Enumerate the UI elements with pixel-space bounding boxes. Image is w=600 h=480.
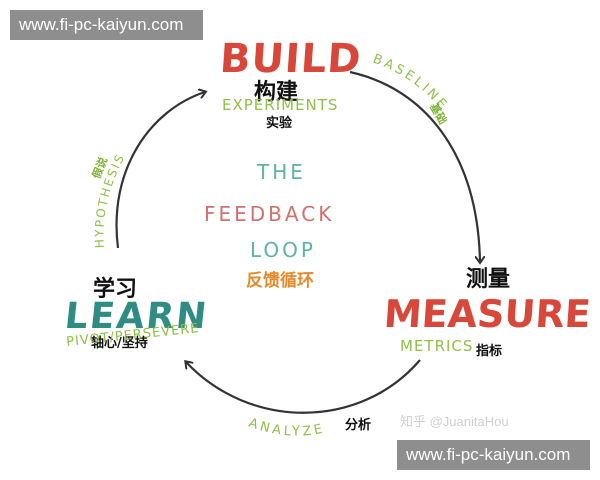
center-feedback: FEEDBACK [204, 202, 335, 226]
arrow-measure-to-learn [186, 359, 421, 414]
build-subtitle: EXPERIMENTS [222, 96, 339, 114]
url-banner-top: www.fi-pc-kaiyun.com [10, 10, 203, 40]
url-banner-bottom: www.fi-pc-kaiyun.com [397, 440, 590, 470]
measure-subtitle-zh: 指标 [476, 344, 503, 359]
center-loop: LOOP [250, 238, 316, 262]
measure-subtitle: METRICS [400, 337, 474, 355]
watermark: 知乎 @JuanitaHou [400, 414, 509, 429]
arrow-build-to-measure [349, 70, 480, 262]
build-subtitle-zh: 实验 [266, 116, 293, 131]
arrow-learn-to-build [115, 92, 205, 249]
center-the: THE [257, 160, 306, 184]
build-title-zh: 构建 [254, 80, 299, 105]
measure-title-zh: 测量 [466, 267, 511, 292]
learn-subtitle-zh: 轴心/坚持 [91, 336, 148, 351]
arc-label-analyze: ANALYZE [247, 416, 327, 440]
center-title-zh: 反馈循环 [246, 271, 314, 291]
arc-label-analyze-zh: 分析 [345, 418, 372, 433]
learn-title-zh: 学习 [93, 277, 138, 302]
